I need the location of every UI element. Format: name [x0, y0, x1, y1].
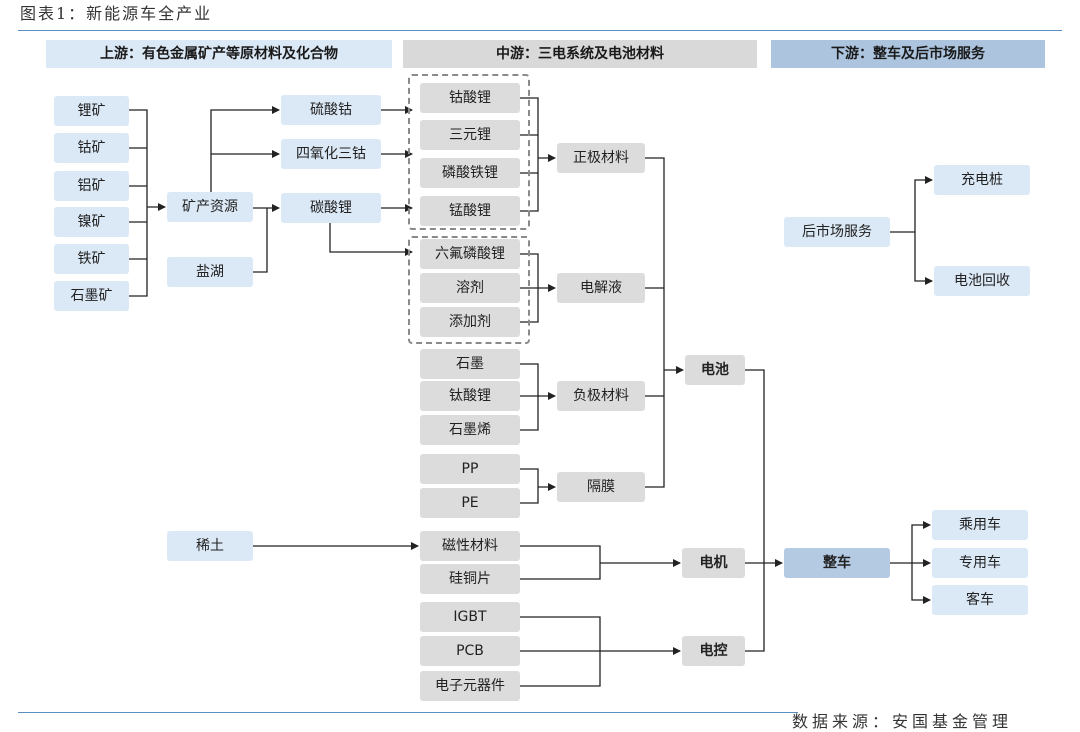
anode-input-2: 钛酸锂: [420, 381, 520, 411]
motor-input-silicon-steel: 硅铜片: [420, 564, 520, 594]
header-upstream: 上游：有色金属矿产等原材料及化合物: [46, 40, 392, 68]
mineral-aluminum: 铝矿: [54, 171, 129, 201]
control-input-pcb: PCB: [420, 636, 520, 666]
vehicle-type-special: 专用车: [932, 548, 1028, 578]
bottom-rule: [18, 712, 798, 713]
anode-input-3: 石墨烯: [420, 415, 520, 445]
material-anode: 负极材料: [557, 381, 645, 411]
material-electrolyte: 电解液: [557, 273, 645, 303]
top-rule: [18, 30, 1062, 31]
material-cathode: 正极材料: [557, 143, 645, 173]
mineral-resources: 矿产资源: [167, 192, 253, 222]
anode-input-1: 石墨: [420, 349, 520, 379]
compound-cobalt-oxide: 四氧化三钴: [281, 139, 381, 169]
aftermarket-box: 后市场服务: [784, 217, 890, 247]
cathode-input-2: 三元锂: [420, 120, 520, 150]
control-input-igbt: IGBT: [420, 602, 520, 632]
vehicle-type-passenger: 乘用车: [932, 510, 1028, 540]
compound-lithium-carbonate: 碳酸锂: [281, 193, 381, 223]
header-downstream: 下游：整车及后市场服务: [771, 40, 1045, 68]
aftermarket-battery-recycling: 电池回收: [934, 266, 1030, 296]
mineral-lithium: 锂矿: [54, 96, 129, 126]
mineral-iron: 铁矿: [54, 244, 129, 274]
electrolyte-input-2: 溶剂: [420, 273, 520, 303]
salt-lake: 盐湖: [167, 257, 253, 287]
mineral-nickel: 镍矿: [54, 207, 129, 237]
material-separator: 隔膜: [557, 472, 645, 502]
electrolyte-input-group: [408, 236, 530, 344]
control-input-electronics: 电子元器件: [420, 671, 520, 701]
mineral-cobalt: 钴矿: [54, 133, 129, 163]
cathode-input-group: [408, 74, 530, 230]
system-motor: 电机: [682, 548, 745, 578]
compound-cobalt-sulfate: 硫酸钴: [281, 95, 381, 125]
cathode-input-1: 钴酸锂: [420, 83, 520, 113]
separator-input-pe: PE: [420, 488, 520, 518]
motor-input-magnetic: 磁性材料: [420, 531, 520, 561]
electrolyte-input-1: 六氟磷酸锂: [420, 239, 520, 269]
figure-caption: 图表1：新能源车全产业: [20, 4, 213, 23]
cathode-input-4: 锰酸锂: [420, 196, 520, 226]
aftermarket-charging-pile: 充电桩: [934, 165, 1030, 195]
vehicle-type-bus: 客车: [932, 585, 1028, 615]
system-control: 电控: [682, 636, 745, 666]
header-midstream: 中游：三电系统及电池材料: [403, 40, 757, 68]
separator-input-pp: PP: [420, 454, 520, 484]
system-battery: 电池: [685, 355, 745, 385]
mineral-graphite: 石墨矿: [54, 281, 129, 311]
rare-earth: 稀土: [167, 531, 253, 561]
vehicle-box: 整车: [784, 548, 890, 578]
cathode-input-3: 磷酸铁锂: [420, 158, 520, 188]
source-note: 数据来源：安国基金管理: [792, 712, 1013, 731]
electrolyte-input-3: 添加剂: [420, 307, 520, 337]
